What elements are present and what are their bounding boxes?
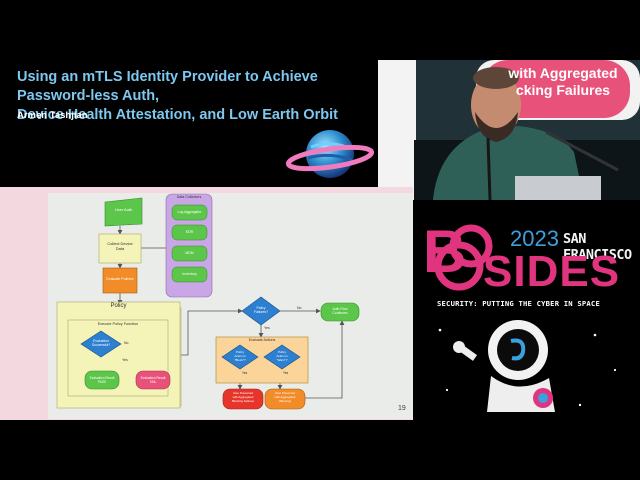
edge-no-label-1: No: [124, 341, 129, 345]
edge-policy-failures: [180, 308, 243, 356]
user-presented-blocking-line-2: with Aggregated: [232, 394, 254, 399]
auth-flow-continues-label: Auth Flow Continues: [321, 307, 359, 315]
evaluate-actions-label: Evaluate Actions: [248, 338, 276, 342]
user-presented-warnings-node: [264, 388, 306, 410]
policy-action-warn-line-3: "Warn"?: [276, 357, 288, 362]
inventory-node: [171, 266, 208, 283]
evaluation-successful-line-2: Successful?: [91, 343, 111, 347]
evaluation-pass-line-1: Evaluation Result: [89, 376, 115, 380]
evaluation-pass-node: [84, 370, 120, 390]
evaluation-fail-node: [135, 370, 171, 390]
user-presented-blocking-node: [222, 388, 264, 410]
logo-tagline: SECURITY: PUTTING THE CYBER IN SPACE: [437, 299, 600, 308]
slide: User Auth Collect Device Data Evaluate P…: [48, 193, 413, 419]
policy-failures-diamond: [241, 296, 281, 326]
policy-failures-line-1: Policy: [256, 306, 266, 310]
flowchart: [56, 193, 360, 410]
policy-action-warn-line-1: Policy: [277, 350, 286, 354]
policy-action-warn-diamond: [263, 344, 301, 370]
user-auth-node: [104, 197, 143, 227]
evaluation-successful-line-1: Evaluation: [93, 339, 109, 343]
user-presented-warnings-line-3: Warnings: [278, 398, 292, 403]
bsides-logo: B 2023 SAN FRANCISCO SIDES SECURITY: PUT…: [415, 200, 640, 420]
camera-backdrop-line-2: cking Failures: [515, 82, 611, 98]
collect-device-data-node: [98, 233, 142, 264]
user-auth-label: User Auth: [114, 207, 133, 212]
astronaut-icon: [453, 320, 555, 412]
policy-action-warn-line-2: Action is: [276, 353, 288, 358]
user-presented-blocking-line-3: Blocking Failures: [231, 398, 254, 403]
policy-label: Policy: [110, 303, 127, 309]
evaluation-pass-label: Evaluation Result PASS: [85, 376, 119, 384]
evaluation-fail-label: Evaluation Result FAIL: [136, 376, 170, 384]
logo-b: B: [423, 218, 467, 285]
policy-action-warn-label: Policy Action is "Warn"?: [264, 350, 300, 362]
policy-action-block-line-1: Policy: [235, 350, 244, 354]
talk-title: Using an mTLS Identity Provider to Achie…: [17, 68, 377, 125]
edr-node: [171, 224, 208, 241]
log-aggregator-node: [171, 204, 208, 221]
policy-action-block-line-2: Action is: [234, 353, 246, 358]
collect-device-data-label: Collect Device Data: [99, 241, 141, 251]
execute-policy-function-label: Execute Policy Function: [97, 322, 139, 326]
camera-backdrop-line-1: with Aggregated: [508, 65, 618, 81]
inventory-label: Inventory: [182, 272, 197, 276]
slide-page-number: 19: [398, 405, 406, 412]
user-presented-warnings-label: User Presented with Aggregated Warnings: [265, 391, 305, 403]
edr-label: EDR: [185, 230, 194, 234]
evaluate-policies-node: [102, 267, 138, 294]
speaker-name: Armen Tashjian: [17, 110, 88, 121]
talk-title-line-1: Using an mTLS Identity Provider to Achie…: [17, 69, 318, 104]
camera-backdrop-text: with Aggregated cking Failures: [498, 65, 628, 99]
logo-year: 2023: [510, 226, 559, 251]
auth-flow-continues-line-2: Continues: [332, 311, 348, 315]
data-collectors-label: Data Collectors: [176, 195, 202, 199]
user-presented-blocking-line-1: User Presented: [232, 391, 254, 395]
log-aggregator-label: Log Aggregator: [177, 210, 202, 214]
mdm-node: [171, 245, 208, 262]
auth-flow-continues-node: [320, 302, 360, 322]
evaluation-successful-label: Evaluation Successful?: [81, 339, 121, 347]
logo-sides: SIDES: [483, 247, 621, 296]
collect-device-data-line-1: Collect Device: [107, 241, 133, 246]
speaker-camera-feed: with Aggregated cking Failures: [378, 60, 640, 200]
evaluation-fail-line-2: FAIL: [149, 380, 157, 384]
evaluation-fail-line-1: Evaluation Result: [140, 376, 166, 380]
evaluation-successful-diamond: [80, 330, 122, 358]
edge-warnings-continue: [304, 320, 345, 399]
edge-yes-label-2: Yes: [264, 326, 270, 330]
policy-failures-line-2: Failures?: [254, 310, 268, 314]
user-presented-warnings-line-1: User Presented: [274, 391, 296, 395]
policy-action-block-line-3: "Block"?: [234, 357, 246, 362]
policy-failures-label: Policy Failures?: [242, 306, 280, 314]
evaluation-pass-line-2: PASS: [97, 380, 107, 384]
edge-yes-label-1: Yes: [122, 358, 128, 362]
policy-action-block-diamond: [221, 344, 259, 370]
user-presented-blocking-label: User Presented with Aggregated Blocking …: [223, 391, 263, 403]
evaluate-policies-label: Evaluate Policies: [106, 277, 134, 281]
user-presented-warnings-line-2: with Aggregated: [274, 394, 296, 399]
logo-city: SAN FRANCISCO: [563, 231, 632, 263]
mdm-label: MDM: [185, 251, 194, 255]
auth-flow-continues-line-1: Auth Flow: [332, 307, 348, 311]
edge-no-label-2: No: [297, 306, 302, 310]
talk-title-line-2: Device Health Attestation, and Low Earth…: [17, 107, 338, 123]
policy-action-block-label: Policy Action is "Block"?: [222, 350, 258, 362]
edge-yes-label-3: Yes: [242, 371, 248, 375]
edge-yes-label-4: Yes: [283, 371, 289, 375]
planet-icon: [285, 130, 375, 178]
collect-device-data-line-2: Data: [115, 246, 125, 251]
